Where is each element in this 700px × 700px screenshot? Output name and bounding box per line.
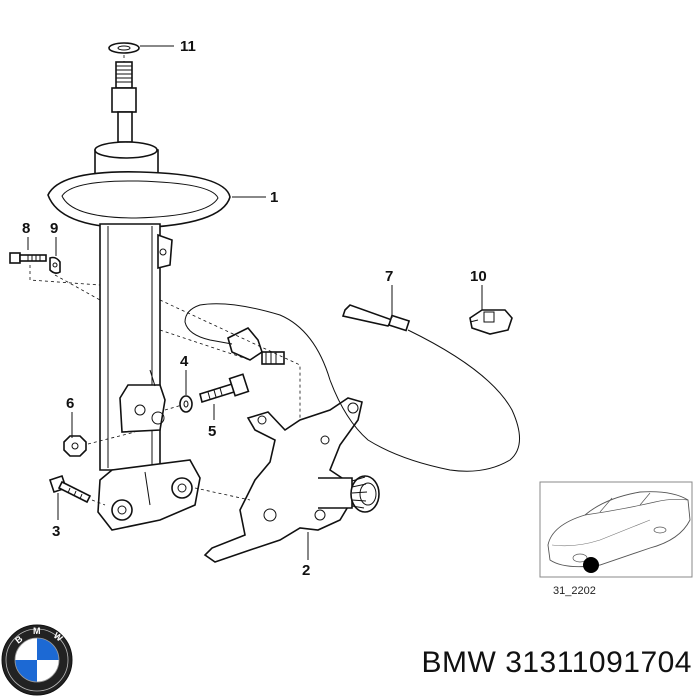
callout-2: 2 bbox=[302, 562, 310, 579]
part-3-bolt bbox=[48, 474, 92, 504]
callout-7: 7 bbox=[385, 268, 393, 285]
part-number: 31311091704 bbox=[505, 646, 692, 679]
part-6-nut bbox=[63, 435, 87, 457]
part-1-strut bbox=[47, 61, 231, 531]
part-2-knuckle bbox=[203, 397, 380, 563]
callout-3: 3 bbox=[52, 523, 60, 540]
part-9-clip bbox=[49, 256, 61, 274]
callout-1: 1 bbox=[270, 189, 278, 206]
part-8-bolt bbox=[9, 252, 47, 264]
part-10-clip bbox=[469, 309, 513, 335]
bmw-logo: B M W bbox=[1, 624, 73, 696]
location-marker bbox=[583, 557, 599, 573]
part-label: BMW 31311091704 bbox=[352, 646, 692, 680]
callout-9: 9 bbox=[50, 220, 58, 237]
inset-code: 31_2202 bbox=[553, 585, 596, 597]
part-4-washer bbox=[179, 395, 193, 413]
part-5-bolt bbox=[199, 373, 250, 404]
assembly-guides bbox=[29, 55, 301, 506]
location-inset: 31_2202 bbox=[539, 481, 693, 597]
callout-labels: 11 1 8 9 7 10 4 6 5 3 2 bbox=[22, 38, 487, 579]
callout-6: 6 bbox=[66, 395, 74, 412]
part-7-abs-sensor bbox=[184, 303, 520, 472]
brand-name: BMW bbox=[421, 646, 497, 679]
callout-4: 4 bbox=[180, 353, 189, 370]
svg-text:M: M bbox=[33, 626, 41, 636]
leader-lines bbox=[27, 45, 483, 560]
svg-text:B: B bbox=[13, 633, 25, 645]
callout-10: 10 bbox=[470, 268, 487, 285]
abs-sensor-connector bbox=[227, 327, 285, 365]
callout-8: 8 bbox=[22, 220, 30, 237]
part-11-washer bbox=[108, 42, 140, 54]
callout-5: 5 bbox=[208, 423, 216, 440]
callout-11: 11 bbox=[180, 38, 196, 55]
